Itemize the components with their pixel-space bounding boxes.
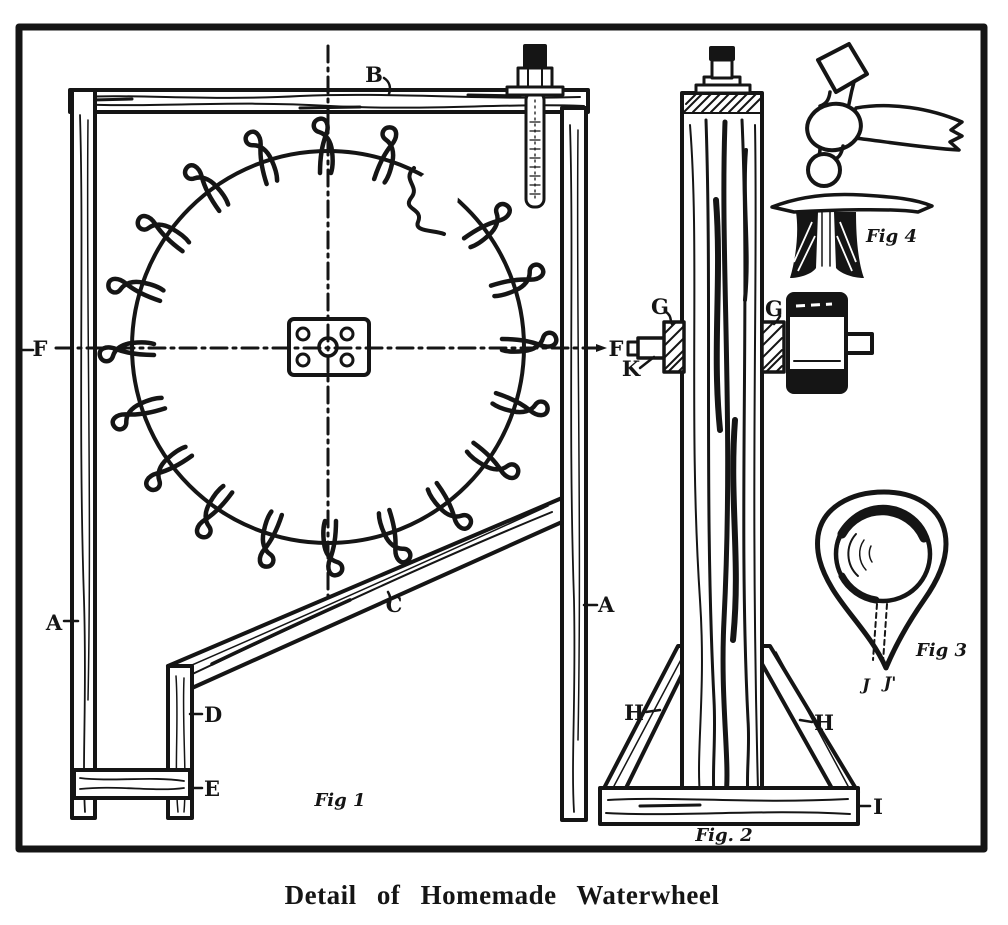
tenon-cap [709,46,735,61]
hammer [805,42,964,188]
label-h-left: H [624,700,644,725]
stake-left-hatch [793,221,816,272]
label-d: D [204,702,222,727]
base-board-grain [605,797,851,816]
top-beam-grain [73,93,585,110]
label-a-left: A [45,610,63,635]
fig2-labels: F K G G H H I Fig. 2 [596,294,883,846]
forming-stake [770,192,934,278]
label-i: I [873,794,883,819]
tenon-stem [710,58,734,80]
label-h-right: H [814,710,834,735]
label-a-right: A [597,592,615,617]
bolt-nut [516,66,554,89]
sill-board [72,768,192,800]
chute-grain [175,505,553,679]
brace-grain [613,651,849,787]
bearing-block-right [760,320,786,374]
fig2-name: Fig. 2 [694,825,752,846]
hammer-cheek [805,101,863,153]
sill-board-grain [79,777,185,791]
figure-border [15,23,988,853]
axle-shaft-right [844,332,874,355]
fig2-post-grain [689,118,759,799]
label-f2-arrow [596,344,607,352]
axle-hole [317,336,339,358]
label-j-prime: J' [881,673,896,692]
label-g-right-leader [772,314,782,326]
stake-center-slot [821,211,831,267]
fig1-labels: B F A A C D E Fig 1 [33,62,615,811]
label-g-left: G [651,294,669,319]
fig4-name: Fig 4 [865,226,917,247]
wheel-blade [314,119,333,173]
bolt-threads [529,99,541,201]
label-f-fig2: F [609,336,624,361]
label-e: E [204,776,220,801]
stake-right-hatch [836,221,857,272]
label-k-leader [638,355,656,370]
fig1-group: B F A A C D E Fig 1 [18,44,615,822]
pulley-highlight [795,302,833,308]
bolt-head [523,44,547,68]
fig3-group: J J' Fig 3 [815,489,967,694]
frame-right-post [560,106,588,822]
post-top-hatch [681,93,763,114]
stake-left-leg [790,212,818,278]
axle-shaft-left [636,336,667,360]
bearing-block-left [662,320,686,374]
label-b-leader [382,76,392,96]
figure-caption: Detail of Homemade Waterwheel [285,880,720,910]
post-top-tenon [694,46,752,95]
wheel-rim [130,149,526,545]
bowl-shadow-top [837,506,929,543]
rim-break-mask [414,170,458,222]
stake-top-plate [770,192,934,214]
axle-stub-left [626,336,667,360]
pulley [786,292,874,394]
label-f-left: F [33,336,48,361]
hammer-face [816,42,869,94]
hammer-handle [850,103,964,152]
fig4-group: Fig 4 [770,42,964,278]
frame-left-post [70,88,97,820]
wheel-group [100,119,557,576]
hammer-peen-ball [806,152,842,188]
base-board [598,786,860,826]
label-k: K [622,356,641,381]
fig2-post [680,91,764,802]
bowl-shading-arcs [835,527,873,585]
fig1-name: Fig 1 [314,790,366,811]
label-b: B [365,62,383,87]
bucket-blank-outline [815,489,949,671]
hub-bolt-holes [295,326,355,368]
pulley-bottom-flange [788,369,846,392]
label-c-leader [386,590,392,607]
fig2-group: F K G G H H I Fig. 2 [596,46,883,846]
label-g-left-leader [664,310,674,326]
fold-line-dashes [872,603,888,663]
fig3-name: Fig 3 [915,640,967,661]
label-h-left-tick [644,708,662,714]
label-h-right-tick [798,718,814,724]
rim-break-squiggle [406,166,446,236]
chute-board [166,496,564,690]
label-g-right: G [765,296,783,321]
label-j: J [859,675,871,694]
brace-right [750,644,860,794]
left-post-grain [79,114,91,813]
right-post-grain [569,124,581,813]
hub-plate [287,317,371,377]
hanger-bolt [505,44,565,209]
